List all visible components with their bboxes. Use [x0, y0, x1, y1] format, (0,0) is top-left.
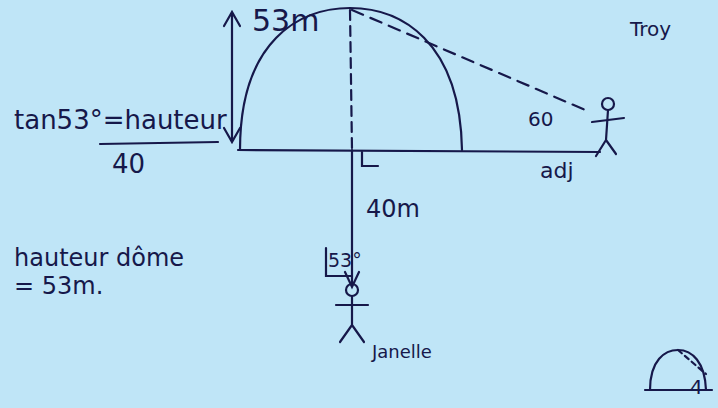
janelle-body: [336, 296, 368, 342]
janelle-head: [346, 284, 358, 296]
distance-label: 60: [528, 108, 553, 131]
troy-body: [592, 110, 624, 156]
side-label: adj: [540, 158, 574, 183]
centre-line: [350, 10, 352, 150]
dimension-label: 53m: [252, 4, 319, 39]
dimension-label: 4: [690, 376, 703, 399]
small-sight-line: [678, 350, 706, 374]
angle-label: 53°: [328, 250, 362, 272]
troy-head: [602, 98, 614, 110]
person-name: Troy: [630, 18, 671, 41]
right-angle: [362, 152, 378, 166]
person-name: Janelle: [372, 342, 432, 363]
fraction-bar: [100, 142, 218, 144]
result-note: hauteur dôme = 53m.: [14, 245, 189, 300]
equation-text: tan53°=hauteur: [14, 106, 227, 136]
base-line: [238, 150, 600, 152]
sight-line: [352, 10, 590, 112]
equation-denominator: 40: [112, 150, 145, 180]
dimension-label: 40m: [366, 196, 420, 224]
